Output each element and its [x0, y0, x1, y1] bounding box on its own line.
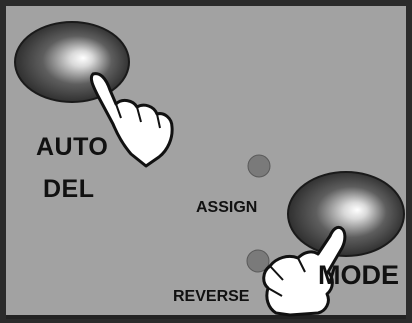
- auto-del-button[interactable]: [14, 21, 130, 103]
- auto-label: AUTO: [36, 133, 109, 161]
- mode-button[interactable]: [287, 171, 405, 257]
- del-label: DEL: [43, 175, 95, 203]
- pointing-hand-icon: [262, 225, 347, 317]
- mode-label: MODE: [318, 260, 399, 290]
- assign-label: ASSIGN: [196, 199, 258, 216]
- reverse-label: REVERSE: [173, 288, 250, 305]
- assign-led: [247, 154, 271, 178]
- reverse-led: [246, 249, 270, 273]
- pointing-hand-icon: [89, 72, 174, 168]
